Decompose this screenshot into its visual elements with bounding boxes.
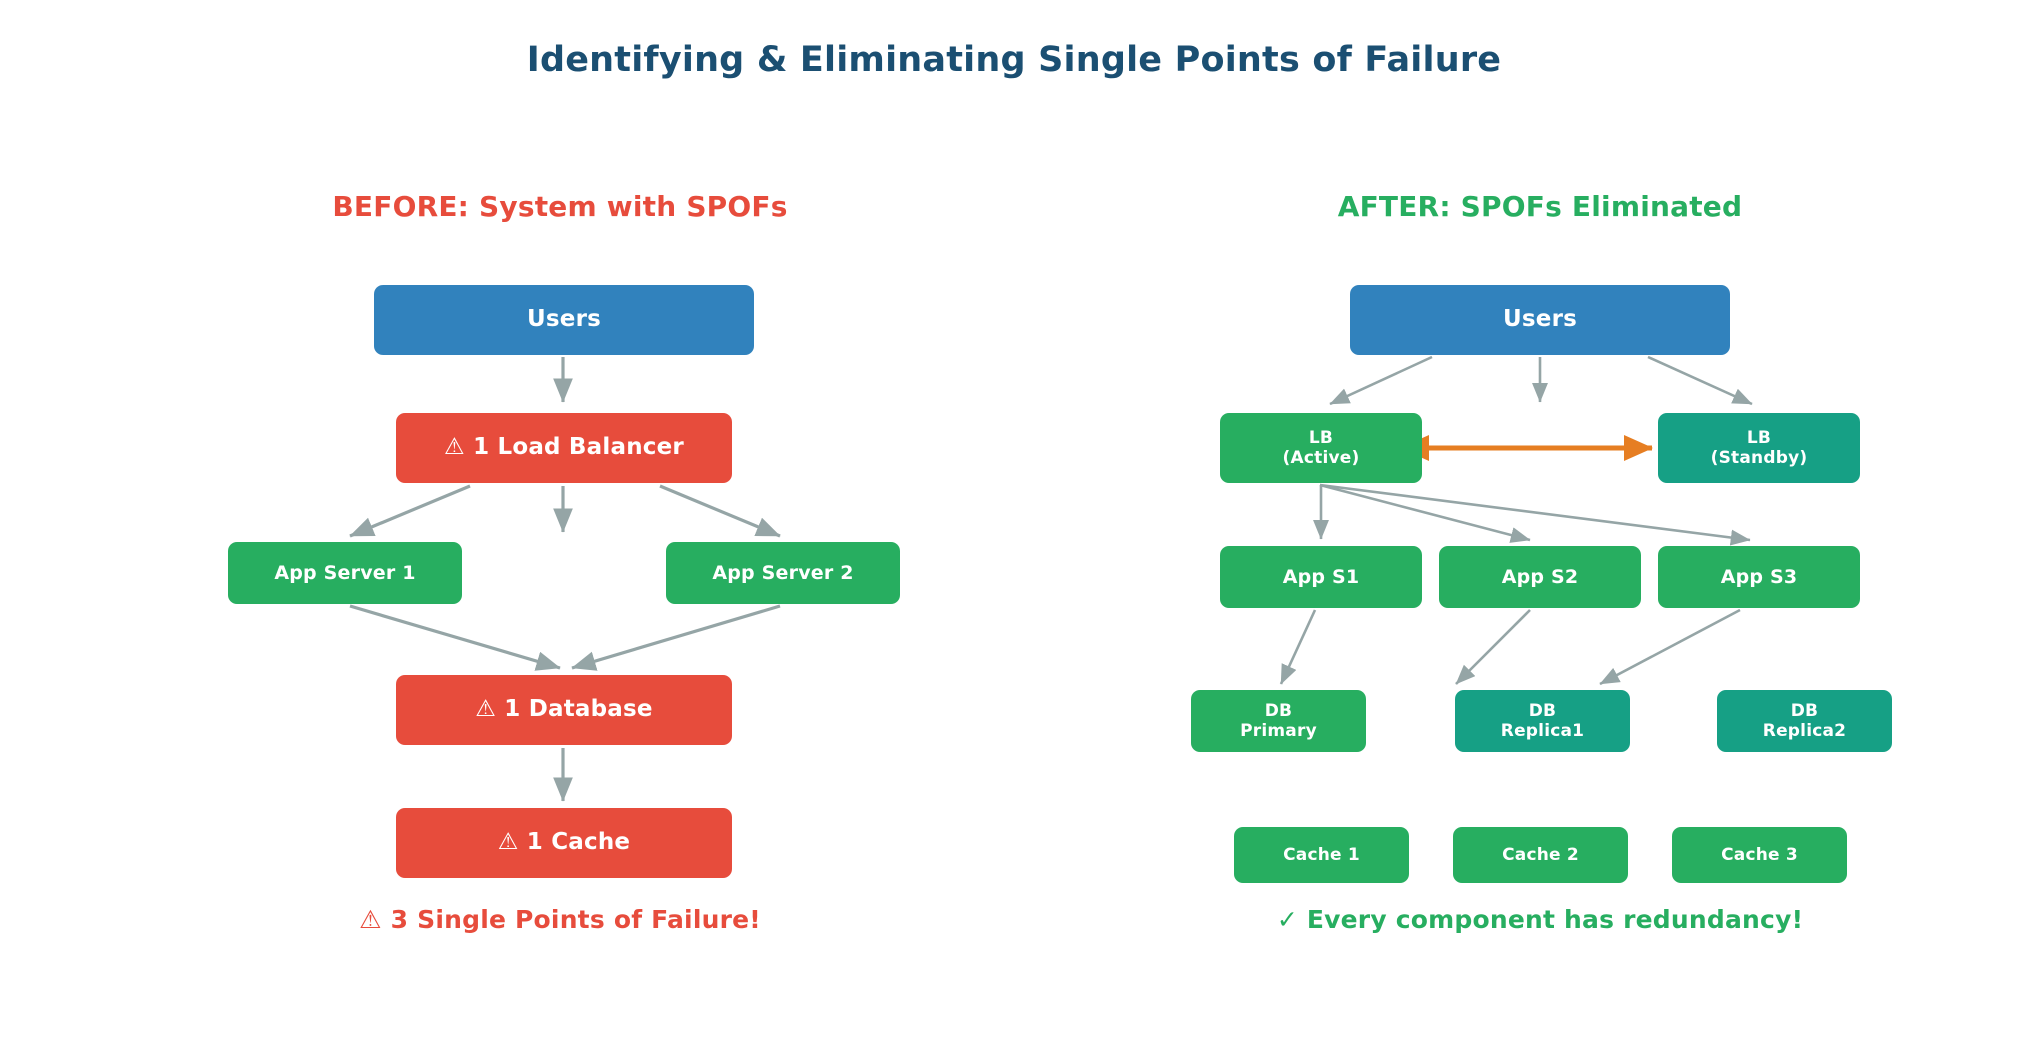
node-a-db-pri[interactable]: DB Primary xyxy=(1191,690,1366,752)
after-footer-note: ✓ Every component has redundancy! xyxy=(1276,905,1804,934)
after-edges xyxy=(1279,355,1753,686)
after-column-heading: AFTER: SPOFs Eliminated xyxy=(1337,190,1743,223)
node-a-app2[interactable]: App S2 xyxy=(1439,546,1641,608)
node-b-db[interactable]: ⚠ 1 Database xyxy=(396,675,732,745)
node-b-app2[interactable]: App Server 2 xyxy=(666,542,900,604)
edge-a-app2-to-a-db-rep1 xyxy=(1455,609,1531,685)
node-b-users[interactable]: Users xyxy=(374,285,754,355)
before-footer-note: ⚠ 3 Single Points of Failure! xyxy=(359,905,761,934)
node-a-users[interactable]: Users xyxy=(1350,285,1730,355)
node-a-db-rep1[interactable]: DB Replica1 xyxy=(1455,690,1630,752)
node-a-app1[interactable]: App S1 xyxy=(1220,546,1422,608)
node-a-cache1[interactable]: Cache 1 xyxy=(1234,827,1409,883)
page-title: Identifying & Eliminating Single Points … xyxy=(526,40,1502,80)
edge-b-app1-to-b-db xyxy=(349,604,561,671)
edge-b-lb-to-b-app2 xyxy=(659,484,781,538)
edge-b-app2-to-b-db xyxy=(571,604,781,671)
edge-a-app1-to-a-db-pri xyxy=(1279,609,1317,685)
edge-a-app3-to-a-db-rep1 xyxy=(1599,608,1741,686)
node-b-lb[interactable]: ⚠ 1 Load Balancer xyxy=(396,413,732,483)
node-a-cache3[interactable]: Cache 3 xyxy=(1672,827,1847,883)
edge-a-users-to-a-lb-sby xyxy=(1647,355,1753,406)
node-b-cache[interactable]: ⚠ 1 Cache xyxy=(396,808,732,878)
edge-a-lb-act-to-a-app3 xyxy=(1319,483,1751,546)
node-a-lb-sby[interactable]: LB (Standby) xyxy=(1658,413,1860,483)
edge-a-lb-act-to-a-app2 xyxy=(1319,483,1531,543)
node-a-app3[interactable]: App S3 xyxy=(1658,546,1860,608)
edge-a-users-to-a-lb-act xyxy=(1329,355,1433,406)
node-b-app1[interactable]: App Server 1 xyxy=(228,542,462,604)
node-a-db-rep2[interactable]: DB Replica2 xyxy=(1717,690,1892,752)
edge-b-lb-to-b-app1 xyxy=(349,484,471,538)
node-a-lb-act[interactable]: LB (Active) xyxy=(1220,413,1422,483)
node-a-cache2[interactable]: Cache 2 xyxy=(1453,827,1628,883)
before-column-heading: BEFORE: System with SPOFs xyxy=(332,190,788,223)
